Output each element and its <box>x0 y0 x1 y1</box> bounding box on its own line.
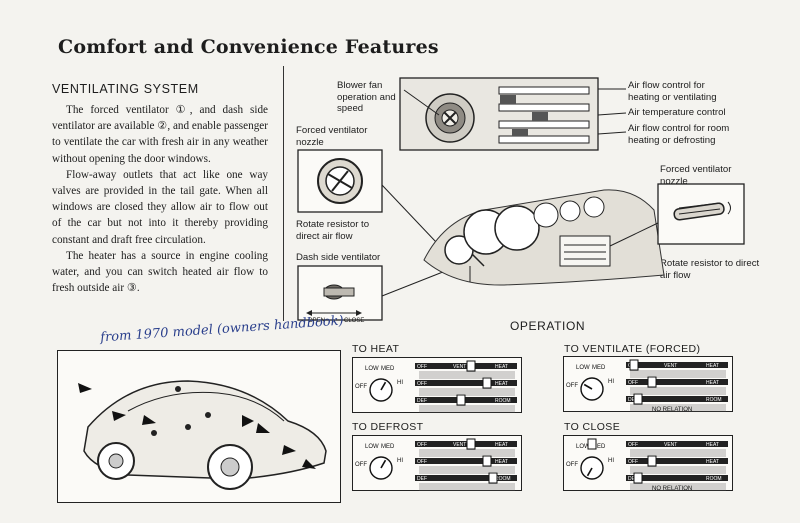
slider-label: ROOM <box>495 398 511 404</box>
knob-label-off: OFF <box>355 384 367 390</box>
slider-knob <box>634 394 642 404</box>
panel-label-close: TO CLOSE <box>564 421 620 433</box>
knob-label-low: LOW <box>365 444 379 450</box>
slider-label: VENT <box>453 364 466 370</box>
handwritten-note: from 1970 model (owners handbook) <box>100 314 344 346</box>
slider-label: HEAT <box>495 442 508 448</box>
slider-knob <box>467 439 475 449</box>
slider-label: DEF <box>417 476 427 482</box>
panel-label-ventilate: TO VENTILATE (FORCED) <box>564 343 700 355</box>
slider-label: OFF <box>417 442 427 448</box>
operation-title: OPERATION <box>510 319 585 333</box>
paragraph: The heater has a source in engine coolin… <box>52 248 268 297</box>
slider-knob <box>634 473 642 483</box>
slider-label: HEAT <box>495 381 508 387</box>
slider-label: HEAT <box>495 364 508 370</box>
label-close: CLOSE <box>344 318 364 324</box>
knob-label-low: LOW <box>365 366 379 372</box>
knob-label-hi: HI <box>397 458 403 464</box>
knob-label-hi: HI <box>608 458 614 464</box>
slider-knob <box>467 361 475 371</box>
knob-label-med: MED <box>381 366 395 372</box>
slider-label: VENT <box>664 442 677 448</box>
section-heading: VENTILATING SYSTEM <box>52 82 199 96</box>
knob-label-hi: HI <box>397 380 403 386</box>
knob-label-off: OFF <box>566 383 578 389</box>
slider-label: HEAT <box>706 380 719 386</box>
slider-label: VENT <box>453 442 466 448</box>
slider-knob <box>648 377 656 387</box>
slider-knob <box>489 473 497 483</box>
slider-label: ROOM <box>706 476 722 482</box>
panel-label-defrost: TO DEFROST <box>352 421 423 433</box>
page-title: Comfort and Convenience Features <box>58 36 439 58</box>
car-icon <box>58 351 340 502</box>
slider-label: OFF <box>628 380 638 386</box>
slider-label: HEAT <box>706 459 719 465</box>
knob-label-low: LOW <box>576 365 590 371</box>
slider-label: OFF <box>417 459 427 465</box>
no-relation-label: NO RELATION <box>652 407 692 413</box>
ventilation-diagram: OPEN CLOSE <box>284 70 754 320</box>
paragraph: The forced ventilator ①, and dash side v… <box>52 102 268 167</box>
no-relation-label: NO RELATION <box>652 486 692 492</box>
slider-label: HEAT <box>495 459 508 465</box>
slider-label: VENT <box>664 363 677 369</box>
slider-label: OFF <box>417 364 427 370</box>
knob-label-off: OFF <box>566 462 578 468</box>
knob-label-med: MED <box>381 444 395 450</box>
slider-knob <box>457 395 465 405</box>
slider-label: HEAT <box>706 363 719 369</box>
slider-label: OFF <box>417 381 427 387</box>
car-airflow-illustration <box>57 350 341 503</box>
knob-label-off: OFF <box>355 462 367 468</box>
slider-knob <box>483 378 491 388</box>
body-text: The forced ventilator ①, and dash side v… <box>52 102 268 296</box>
slider-label: HEAT <box>706 442 719 448</box>
paragraph: Flow-away outlets that act like one way … <box>52 167 268 248</box>
knob-label-med: MED <box>592 365 606 371</box>
slider-label: DEF <box>417 398 427 404</box>
slider-knob <box>648 456 656 466</box>
slider-knob <box>588 439 596 449</box>
slider-label: ROOM <box>706 397 722 403</box>
knob-label-hi: HI <box>608 379 614 385</box>
slider-label: OFF <box>628 459 638 465</box>
slider-knob <box>630 360 638 370</box>
slider-label: OFF <box>628 442 638 448</box>
slider-knob <box>483 456 491 466</box>
panel-label-heat: TO HEAT <box>352 343 399 355</box>
